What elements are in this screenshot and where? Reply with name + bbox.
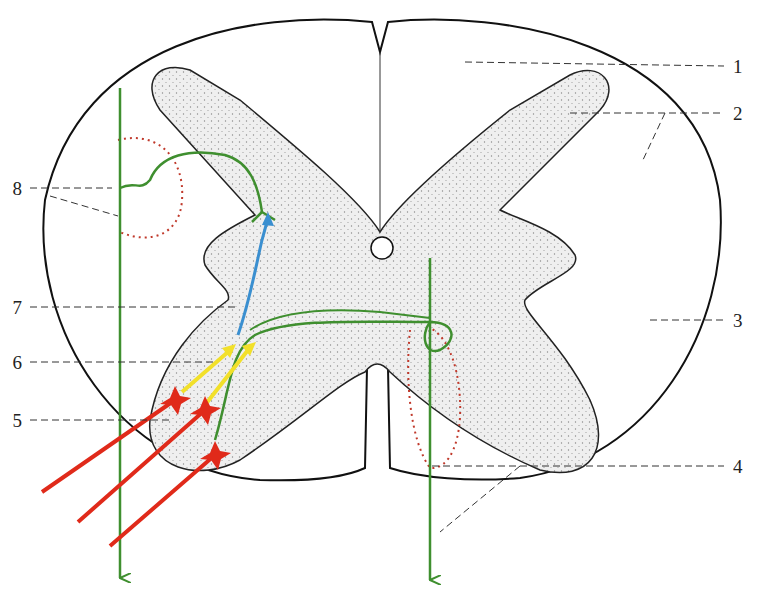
callout-number: 8: [11, 179, 25, 198]
callout-number: 2: [731, 104, 745, 123]
callout-number: 7: [11, 298, 25, 317]
callout-number: 5: [11, 411, 25, 430]
callout-number: 1: [731, 57, 745, 76]
callout-number: 6: [11, 353, 25, 372]
callout-number: 4: [731, 457, 745, 476]
callout-number: 3: [731, 311, 745, 330]
